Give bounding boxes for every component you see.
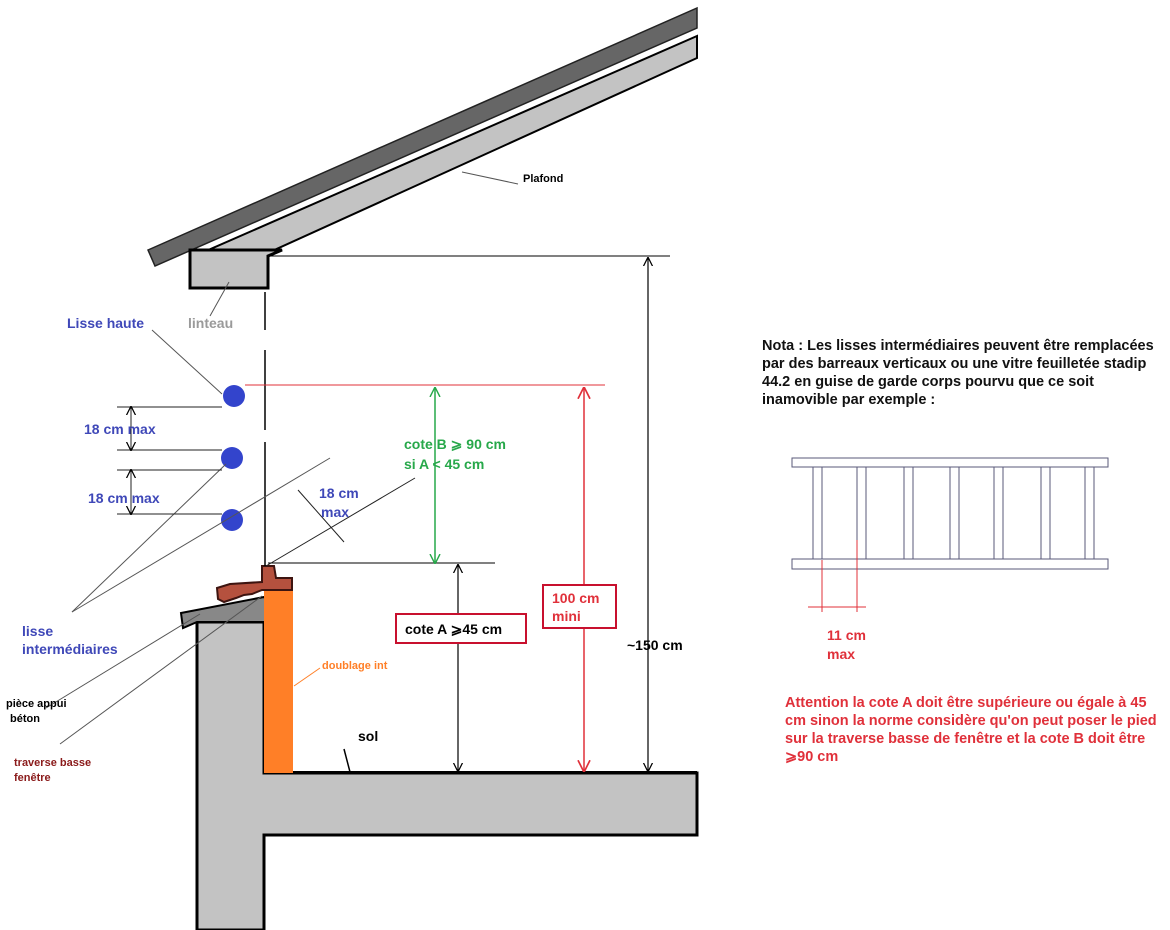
label-piece-line1: pièce appui — [6, 698, 67, 710]
top-rail — [223, 385, 245, 407]
label-linteau: linteau — [188, 315, 233, 331]
bar-gap-dimension — [808, 540, 866, 612]
attention-text: Attention la cote A doit être supérieure… — [785, 695, 1157, 765]
label-gap-3-line2: max — [321, 504, 349, 520]
labels: Plafond linteau Lisse haute 18 cm max 18… — [6, 173, 866, 784]
cote-a-box — [395, 613, 527, 644]
label-sol: sol — [358, 728, 378, 744]
label-plafond: Plafond — [523, 173, 563, 185]
window-bottom-rail — [215, 565, 293, 604]
intermediate-rail-2 — [221, 509, 243, 531]
example-bottom-rail — [791, 558, 1109, 570]
roof-covering — [147, 6, 698, 267]
reference-lines — [245, 255, 670, 564]
floor-top-edge — [264, 771, 697, 774]
label-traverse-line2: fenêtre — [14, 772, 51, 784]
label-cote-a: cote A ⩾45 cm — [405, 621, 502, 637]
label-doublage: doublage int — [322, 660, 388, 672]
label-lisse-haute: Lisse haute — [67, 315, 144, 331]
label-gap-1: 18 cm max — [84, 421, 156, 437]
label-total: ~150 cm — [627, 637, 683, 653]
label-traverse-line1: traverse basse — [14, 757, 91, 769]
label-lisse-int-line2: intermédiaires — [22, 641, 118, 657]
nota-text: Nota : Les lisses intermédiaires peuvent… — [762, 338, 1154, 408]
rail-spacing-dimensions — [117, 407, 416, 567]
label-bar-gap-line2: max — [827, 646, 855, 662]
label-piece-line2: béton — [10, 713, 40, 725]
leader-lines — [45, 171, 519, 773]
interior-lining — [264, 585, 293, 773]
label-lisse-int-line1: lisse — [22, 623, 53, 639]
main-dimensions — [435, 258, 648, 771]
vertical-bars-example — [791, 457, 1109, 570]
label-bar-gap-line1: 11 cm — [827, 627, 866, 643]
hundred-cm-box — [542, 584, 617, 629]
label-cote-b-line1: cote B ⩾ 90 cm — [404, 436, 506, 452]
label-gap-3-line1: 18 cm — [319, 485, 359, 501]
intermediate-rail-1 — [221, 447, 243, 469]
label-gap-2: 18 cm max — [88, 490, 160, 506]
guardrails — [221, 385, 245, 531]
label-mini-line2: mini — [552, 608, 581, 624]
roof-rafter — [189, 34, 698, 259]
lintel — [188, 248, 283, 290]
example-top-rail — [791, 457, 1109, 468]
roof — [147, 6, 698, 267]
label-mini-line1: 100 cm — [552, 590, 599, 606]
label-cote-b-line2: si A < 45 cm — [404, 456, 484, 472]
